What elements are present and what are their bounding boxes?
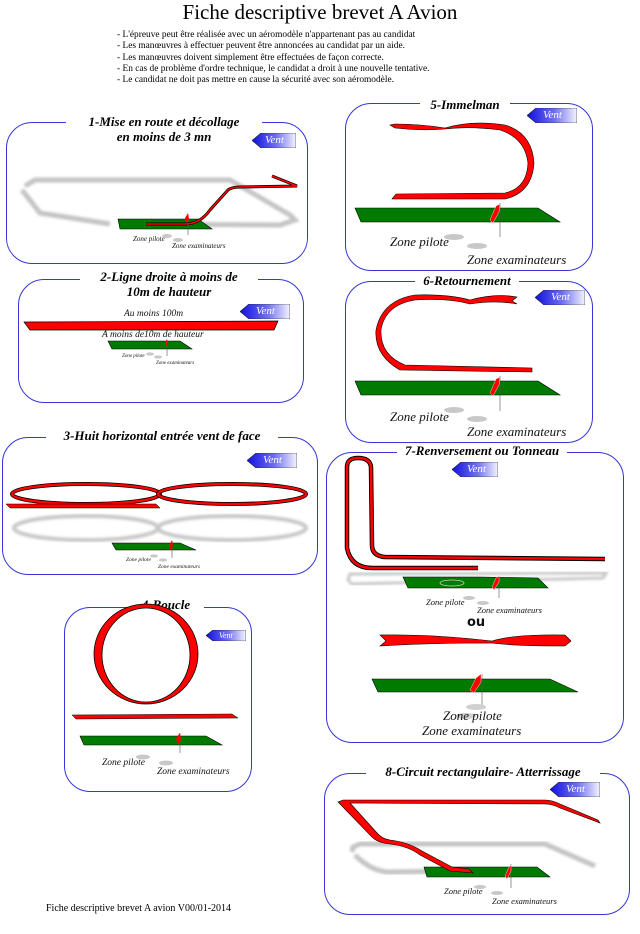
- pilot-zone-label: Zone pilote: [126, 557, 151, 563]
- reversal-trajectory: [375, 294, 533, 373]
- pilot-zone-label: Zone pilote: [390, 409, 449, 424]
- wind-arrow-icon: Vent: [550, 782, 600, 797]
- windsock-icon: [469, 673, 482, 694]
- annotation-min-distance: Au moins 100m: [124, 309, 184, 319]
- windsock-icon: [489, 376, 501, 397]
- examiner-zone-label: Zone examinateurs: [477, 605, 542, 615]
- runway: [111, 542, 197, 551]
- windsock-icon: [176, 733, 181, 745]
- wind-arrow-icon: Vent: [247, 453, 297, 468]
- circuit-shadow: [20, 177, 300, 228]
- examiner-zone-marker: [173, 238, 183, 242]
- examiner-zone-marker: [154, 355, 162, 359]
- pilot-zone-marker: [474, 885, 486, 889]
- panel-title: 3-Huit horizontal entrée vent de face: [46, 428, 278, 443]
- panel-title: 5-Immelman: [420, 97, 510, 112]
- examiner-zone-label: Zone examinateurs: [158, 564, 201, 570]
- runway: [402, 576, 549, 589]
- examiner-zone-marker: [467, 243, 487, 249]
- panel-title: 8-Circuit rectangulaire- Atterrissage: [366, 764, 600, 779]
- pilot-zone-label: Zone pilote: [102, 758, 146, 768]
- pilot-zone-marker: [444, 407, 464, 413]
- pilot-zone-label: Zone pilote: [133, 235, 165, 243]
- pilot-zone-marker: [162, 234, 172, 238]
- examiner-zone-label: Zone examinateurs: [157, 767, 230, 777]
- pilot-zone-label: Zone pilote: [444, 886, 483, 896]
- rule-item: - Le candidat ne doit pas mettre en caus…: [117, 75, 394, 86]
- examiner-zone-marker: [491, 891, 503, 895]
- rule-item: - Les manœuvres à effectuer peuvent être…: [117, 41, 405, 52]
- examiner-zone-marker: [477, 601, 489, 605]
- wind-arrow-icon: Vent: [252, 133, 296, 148]
- landing-trajectory: [337, 799, 601, 874]
- runway: [79, 735, 224, 746]
- pilot-zone-marker: [150, 554, 158, 558]
- panel-title: 1-Mise en route et décollage en moins de…: [66, 114, 262, 144]
- runway: [423, 866, 551, 878]
- pilot-zone-label: Zone pilote: [443, 708, 502, 723]
- rule-item: - Les manœuvres doivent simplement être …: [117, 52, 384, 63]
- entry-path: [5, 503, 161, 509]
- pilot-zone-label: Zone pilote: [390, 234, 449, 249]
- loop-inner: [101, 607, 191, 703]
- windsock-icon: [491, 575, 500, 591]
- pilot-zone-marker: [146, 352, 154, 356]
- wind-arrow-icon: Vent: [452, 462, 498, 477]
- flight-path: [23, 320, 279, 331]
- rule-item: - En cas de problème d'ordre technique, …: [117, 63, 430, 74]
- touchdown-ellipse: [439, 579, 465, 587]
- windsock-icon: [185, 213, 189, 223]
- annotation-max-height: A moins de10m de hauteur: [102, 330, 204, 340]
- pilot-zone-label: Zone pilote: [426, 597, 465, 607]
- loop-path: [71, 713, 239, 720]
- pilot-zone-label: Zone pilote: [122, 354, 145, 359]
- panel-title: 7-Renversement ou Tonneau: [397, 443, 567, 458]
- windsock-icon: [165, 339, 168, 346]
- pilot-zone-marker: [444, 234, 464, 240]
- runway: [107, 340, 193, 350]
- examiner-zone-label: Zone examinateurs: [156, 361, 195, 366]
- windsock-icon: [169, 540, 173, 550]
- examiner-zone-marker: [467, 416, 487, 422]
- examiner-zone-label: Zone examinateurs: [492, 896, 557, 906]
- circuit-shadow: [349, 841, 597, 875]
- examiner-zone-label: Zone examinateurs: [467, 252, 567, 267]
- examiner-zone-label: Zone examinateurs: [467, 424, 567, 439]
- page-title: Fiche descriptive brevet A Avion: [182, 0, 458, 24]
- pilot-zone-marker: [463, 596, 475, 600]
- immelman-trajectory: [389, 122, 535, 200]
- wind-arrow-icon: Vent: [206, 630, 246, 641]
- wind-arrow-icon: Vent: [527, 108, 577, 123]
- wind-arrow-icon: Vent: [535, 290, 585, 305]
- eight-shadow-right: [156, 514, 308, 542]
- examiner-zone-label: Zone examinateurs: [172, 242, 226, 250]
- roll-trajectory: [379, 634, 572, 647]
- wind-arrow-icon: Vent: [240, 304, 290, 319]
- panel-title: 6-Retournement: [415, 273, 519, 288]
- rules-list: - L'épreuve peut être réalisée avec un a…: [117, 30, 430, 86]
- rule-item: - L'épreuve peut être réalisée avec un a…: [117, 30, 416, 40]
- pilot-zone-marker: [466, 704, 486, 710]
- windsock-icon: [489, 203, 501, 224]
- examiner-zone-marker: [159, 760, 173, 766]
- or-separator: ou: [467, 615, 486, 630]
- panel-title: 2-Ligne droite à moins de 10m de hauteur: [80, 269, 258, 299]
- windsock-icon: [504, 864, 512, 880]
- examiner-zone-label: Zone examinateurs: [422, 723, 522, 738]
- examiner-zone-marker: [159, 558, 167, 562]
- examiner-zone-marker: [456, 713, 476, 719]
- footer-text: Fiche descriptive brevet A avion V00/01-…: [46, 903, 232, 914]
- pilot-zone-marker: [136, 754, 150, 760]
